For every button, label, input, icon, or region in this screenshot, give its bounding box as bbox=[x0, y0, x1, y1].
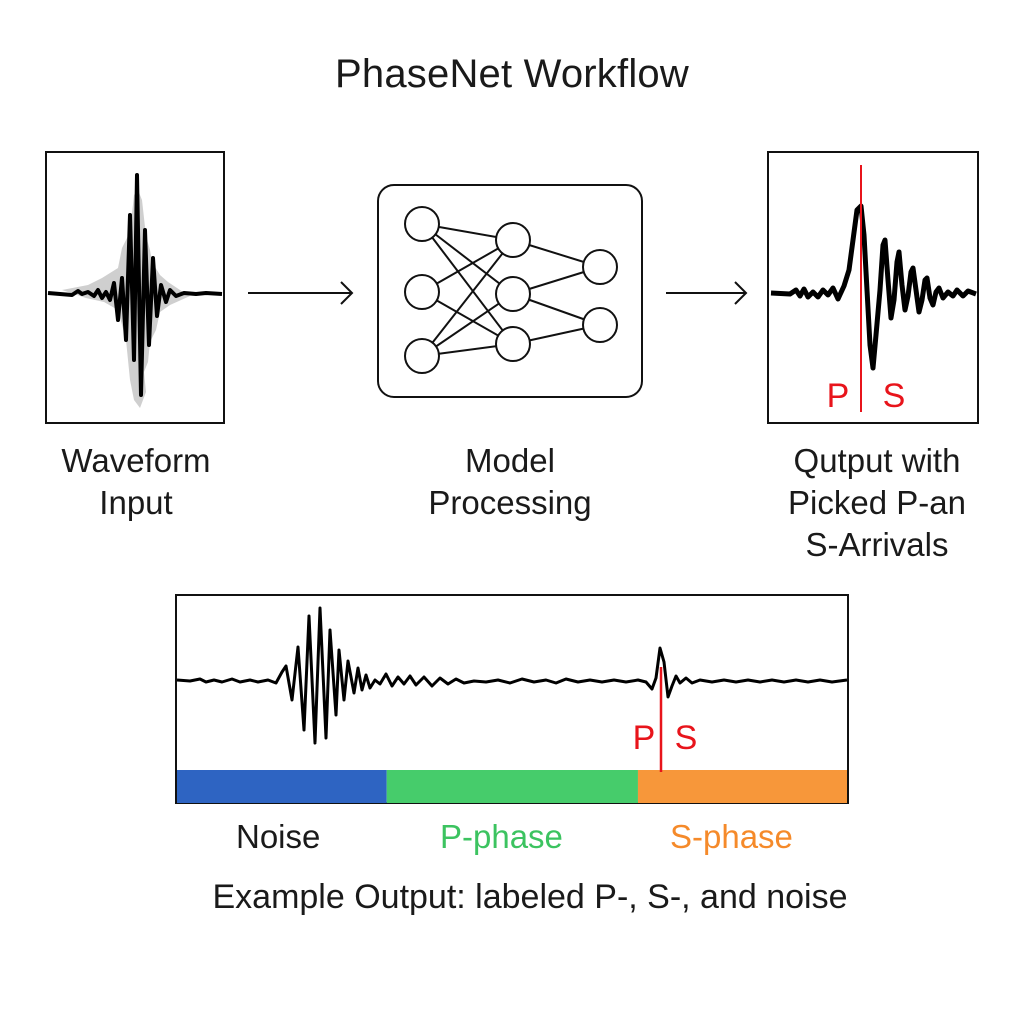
nn-node-layer-0 bbox=[404, 206, 440, 242]
output-panel: P S bbox=[767, 151, 979, 424]
example-s-label: S bbox=[675, 719, 698, 757]
segment-p-phase bbox=[386, 770, 638, 803]
output-s-label: S bbox=[883, 377, 906, 415]
caption-line: Picked P-an bbox=[788, 484, 966, 521]
segment-noise bbox=[177, 770, 387, 803]
nn-edge bbox=[421, 223, 514, 345]
arrow-model-to-output bbox=[666, 281, 748, 305]
output-frame bbox=[767, 151, 979, 424]
diagram-title: PhaseNet Workflow bbox=[335, 52, 689, 96]
output-waveform bbox=[770, 203, 977, 371]
caption-line: Input bbox=[99, 484, 173, 521]
nn-node-layer-1 bbox=[495, 276, 531, 312]
input-waveform bbox=[47, 173, 223, 397]
nn-edge bbox=[421, 293, 514, 357]
caption-output: Qutput with Picked P-an S-Arrivals bbox=[752, 440, 1002, 566]
example-output-panel: P S bbox=[175, 594, 849, 804]
nn-edge bbox=[421, 223, 514, 295]
nn-node-layer-0 bbox=[404, 274, 440, 310]
legend-s-phase: S-phase bbox=[670, 818, 793, 855]
caption-line: Waveform bbox=[61, 442, 211, 479]
example-p-label: P bbox=[633, 719, 656, 757]
phase-label-bar bbox=[177, 770, 847, 803]
caption-line: Model bbox=[465, 442, 555, 479]
nn-node-layer-0 bbox=[404, 338, 440, 374]
segment-s-phase bbox=[637, 770, 847, 803]
caption-line: S-Arrivals bbox=[805, 526, 949, 563]
output-p-label: P bbox=[827, 377, 850, 415]
nn-node-layer-2 bbox=[582, 307, 618, 343]
example-caption: Example Output: labeled P-, S-, and nois… bbox=[212, 878, 848, 916]
nn-edge bbox=[421, 239, 514, 357]
example-waveform bbox=[176, 606, 848, 745]
example-frame bbox=[175, 594, 849, 804]
caption-model-processing: Model Processing bbox=[400, 440, 620, 524]
caption-line: Processing bbox=[428, 484, 592, 521]
caption-line: Qutput with bbox=[793, 442, 961, 479]
arrow-input-to-model bbox=[248, 281, 354, 305]
nn-node-layer-1 bbox=[495, 222, 531, 258]
caption-waveform-input: Waveform Input bbox=[36, 440, 236, 524]
nn-node-layer-2 bbox=[582, 249, 618, 285]
legend-noise: Noise bbox=[236, 818, 321, 855]
nn-node-layer-1 bbox=[495, 326, 531, 362]
neural-network-panel bbox=[377, 184, 643, 398]
waveform-input-panel bbox=[45, 151, 225, 424]
legend-p-phase: P-phase bbox=[440, 818, 563, 855]
